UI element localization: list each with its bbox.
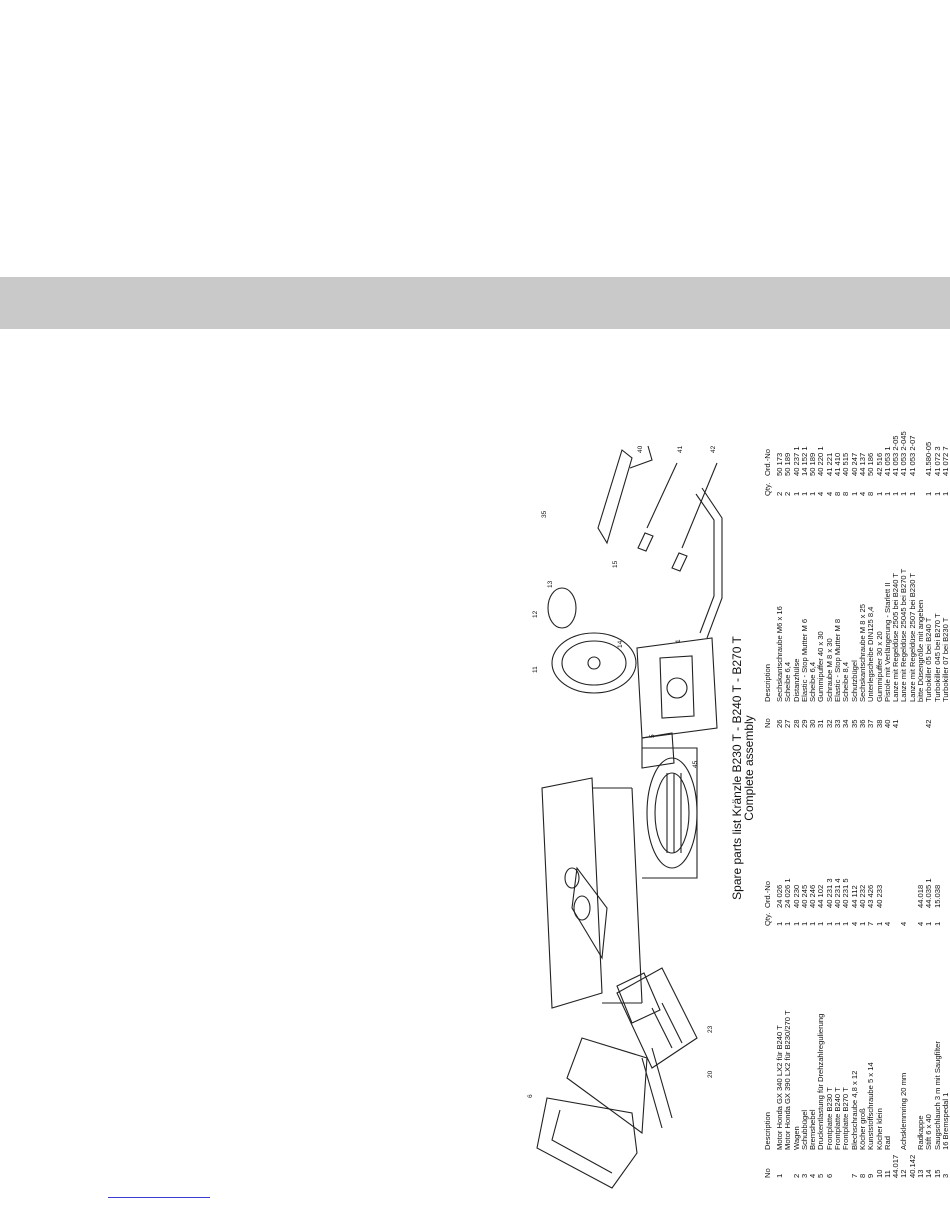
grey-band xyxy=(0,277,950,329)
svg-text:23: 23 xyxy=(707,1025,714,1033)
wheel-drawing xyxy=(547,587,637,694)
svg-text:1: 1 xyxy=(675,639,682,643)
svg-text:42: 42 xyxy=(710,445,717,453)
part-no: 42 xyxy=(924,719,934,728)
part-no: 41 xyxy=(891,719,901,728)
svg-text:14: 14 xyxy=(617,640,624,648)
table-header: No Description Qty. Ord.-No xyxy=(762,388,776,728)
part-description: 16 Bremspedal 1 xyxy=(940,1092,950,1150)
exploded-assembly-diagram: 35 42 41 40 1 45 5 6 20 23 11 12 13 14 1… xyxy=(527,445,723,1189)
engine-drawing xyxy=(636,637,718,769)
cover-drawing xyxy=(616,967,698,1069)
part-no: 6 xyxy=(824,1173,834,1178)
spray-gun-drawing xyxy=(597,445,653,545)
footer-link-line xyxy=(108,1197,210,1198)
guard-rail-drawing xyxy=(695,487,723,639)
header-no: No xyxy=(763,1168,772,1178)
svg-text:11: 11 xyxy=(532,666,539,673)
svg-text:15: 15 xyxy=(612,560,619,568)
header-ord-no: Ord.-No xyxy=(763,448,772,476)
svg-text:5: 5 xyxy=(649,734,656,738)
svg-text:13: 13 xyxy=(547,580,554,588)
svg-text:35: 35 xyxy=(541,510,548,518)
svg-text:12: 12 xyxy=(532,610,539,618)
lance-drawing xyxy=(637,462,718,572)
header-qty: Qty. xyxy=(763,482,772,496)
svg-text:40: 40 xyxy=(637,445,644,453)
svg-text:41: 41 xyxy=(677,445,684,453)
header-description: Description xyxy=(763,1112,772,1150)
part-qty: 1 xyxy=(932,921,942,926)
part-qty: 4 xyxy=(882,921,892,926)
svg-text:6: 6 xyxy=(527,1094,534,1098)
parts-sheet: 35 42 41 40 1 45 5 6 20 23 11 12 13 14 1… xyxy=(522,328,950,1208)
header-ord-no: Ord.-No xyxy=(763,880,772,908)
table-header: No Description Qty. Ord.-No xyxy=(762,838,776,1178)
part-qty: 4 xyxy=(899,921,909,926)
part-ord-no: 41 053 2-07 xyxy=(907,435,917,476)
page-subtitle: Complete assembly xyxy=(742,715,756,821)
svg-text:20: 20 xyxy=(707,1070,714,1078)
part-description: Achsklemmring 20 mm xyxy=(899,1072,909,1150)
frame-drawing xyxy=(541,777,643,1009)
front-plate-drawing xyxy=(536,1037,673,1189)
header-no: No xyxy=(763,718,772,728)
part-qty: 1 xyxy=(907,491,917,496)
svg-text:45: 45 xyxy=(692,760,699,768)
header-description: Description xyxy=(763,664,772,702)
hose-reel-drawing xyxy=(642,747,698,879)
part-ord-no: 15.038 xyxy=(932,884,942,908)
part-ord-no: 40 233 xyxy=(874,884,884,908)
part-description: Rad xyxy=(882,1136,892,1150)
header-qty: Qty. xyxy=(763,912,772,926)
part-no: 1 xyxy=(775,1173,784,1178)
